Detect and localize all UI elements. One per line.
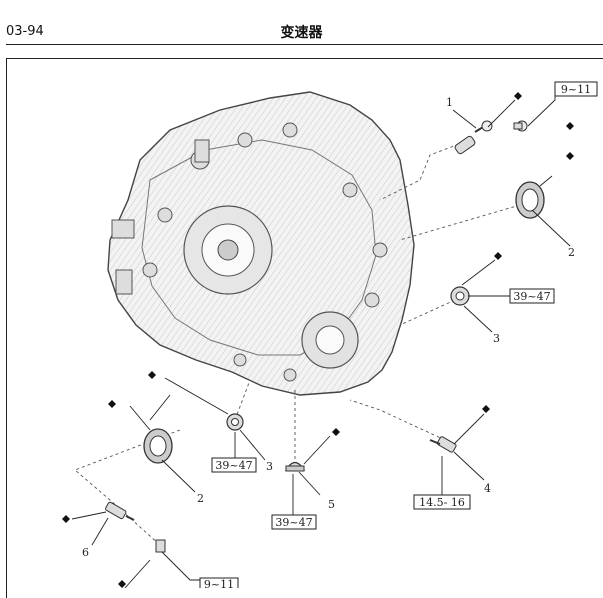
part-oil-seal-right (515, 181, 545, 219)
header-rule (6, 44, 603, 45)
callout-6: 6 (82, 546, 89, 559)
black-diamond-icon (62, 515, 70, 523)
callouts: 1 2 3 2 3 4 5 6 (82, 96, 575, 559)
part-oil-seal-left (143, 428, 173, 464)
replace-markers (62, 92, 574, 588)
callout-3-left: 3 (266, 460, 273, 473)
callout-2-left: 2 (197, 492, 204, 505)
figure-frame (6, 58, 603, 598)
assembly-paths (74, 139, 521, 546)
callout-5: 5 (328, 498, 335, 511)
callout-4: 4 (484, 482, 491, 495)
black-diamond-icon (108, 400, 116, 408)
part-cap-5 (284, 461, 306, 472)
part-sensor-6 (105, 501, 135, 521)
part-clip-bottom (155, 539, 166, 553)
torque-plug-left: 39~47 (215, 459, 252, 472)
part-sensor-4 (429, 436, 457, 453)
callout-2-right: 2 (568, 246, 575, 259)
black-diamond-icon (332, 428, 340, 436)
part-bolt-top (513, 120, 528, 132)
torque-boxes: 9~11 39~47 39~47 14.5- 16 39~47 9~11 (199, 81, 598, 588)
page-number: 03-94 (6, 24, 44, 39)
page-title: 变速器 (280, 25, 323, 41)
black-diamond-icon (566, 152, 574, 160)
leader-lines (71, 94, 571, 588)
torque-bottom-clip: 9~11 (204, 578, 234, 588)
torque-top-right: 9~11 (561, 83, 591, 96)
part-sensor-1 (454, 120, 493, 155)
black-diamond-icon (566, 122, 574, 130)
torque-plug-right: 39~47 (513, 290, 550, 303)
callout-3-right: 3 (493, 332, 500, 345)
black-diamond-icon (514, 92, 522, 100)
black-diamond-icon (148, 371, 156, 379)
transmission-housing (107, 91, 415, 396)
torque-sensor-right: 14.5- 16 (419, 496, 465, 509)
black-diamond-icon (494, 252, 502, 260)
part-plug-right (450, 286, 470, 306)
black-diamond-icon (482, 405, 490, 413)
callout-1: 1 (446, 96, 453, 109)
black-diamond-icon (118, 580, 126, 588)
part-plug-left (226, 413, 244, 431)
torque-plug-bottom: 39~47 (275, 516, 312, 529)
